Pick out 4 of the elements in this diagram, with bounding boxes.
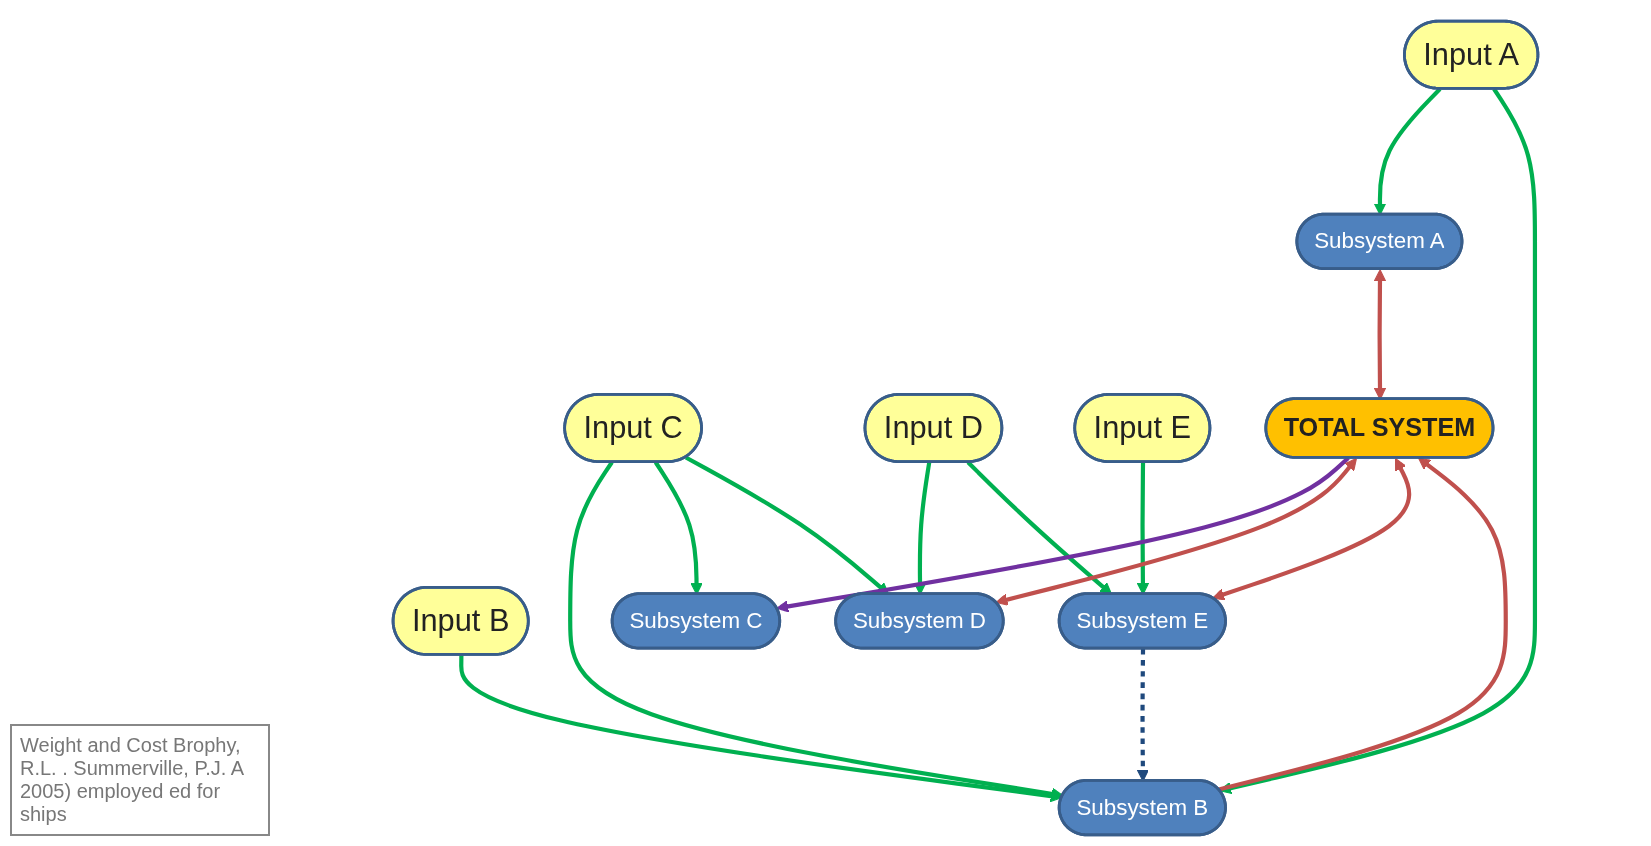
arrow xyxy=(1218,457,1508,792)
arrow xyxy=(995,457,1357,606)
note-text: Weight and Cost Brophy, R.L. . Summerville, P.J. A 2005) employed ed for ships xyxy=(10,724,270,836)
arrow xyxy=(1212,458,1412,601)
